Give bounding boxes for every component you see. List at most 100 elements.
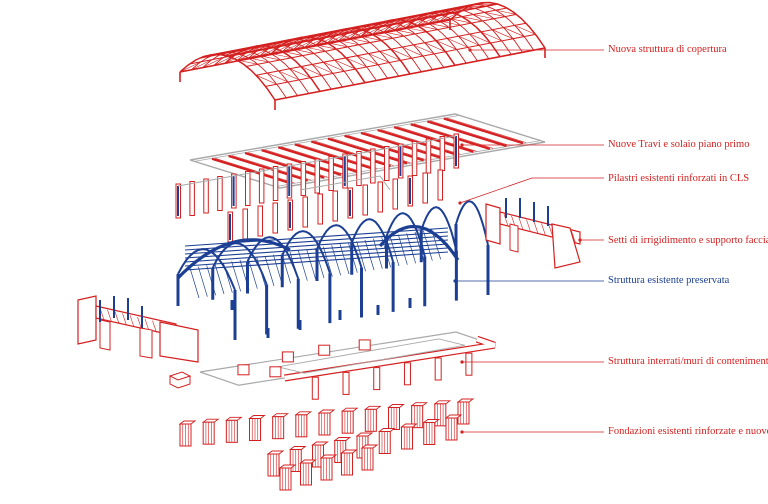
- roof-brace: [259, 55, 281, 61]
- bracing-hatch: [571, 231, 576, 244]
- roof-brace: [352, 27, 374, 29]
- roof-arch-rib: [359, 19, 456, 66]
- roof-brace: [240, 49, 262, 51]
- existing-lattice: [206, 265, 217, 296]
- roof-brace: [480, 31, 502, 42]
- leader-dot: [468, 48, 472, 52]
- reinforced-pillar: [437, 169, 443, 201]
- roof-brace: [296, 38, 318, 40]
- existing-lattice: [331, 245, 342, 276]
- label-setti: Setti di irrigidimento e supporto faccia…: [608, 235, 768, 246]
- basement-pier: [465, 352, 473, 376]
- bracing-hatch: [533, 221, 539, 234]
- roof-brace: [319, 34, 341, 36]
- roof-arch-rib: [179, 53, 276, 101]
- roof-brace: [404, 18, 426, 29]
- bracing-walls-left: [77, 295, 199, 363]
- existing-pillar-core: [289, 202, 291, 228]
- existing-arch-frame: [420, 206, 458, 251]
- bracing-hatch: [152, 320, 157, 333]
- existing-column-base: [230, 300, 234, 310]
- roof-brace: [473, 14, 495, 20]
- existing-lattice: [231, 261, 242, 292]
- roof-arch-rib: [236, 43, 332, 90]
- roof-brace: [322, 28, 344, 35]
- roof-brace: [191, 59, 213, 71]
- existing-lattice: [264, 255, 275, 287]
- roof-brace: [359, 26, 381, 38]
- bracing-hatch: [122, 313, 127, 326]
- roof-arch-rib: [213, 47, 310, 94]
- reinforced-pillar: [203, 178, 209, 214]
- roof-brace: [348, 29, 370, 40]
- existing-lattice: [431, 229, 442, 260]
- roof-brace: [412, 11, 434, 18]
- roof-brace: [405, 27, 427, 33]
- roof-brace: [447, 38, 469, 48]
- existing-arch-frame: [246, 236, 300, 280]
- roof-brace: [278, 70, 300, 81]
- roof-brace: [281, 51, 303, 56]
- existing-lattice: [322, 246, 333, 277]
- roof-brace: [416, 16, 438, 27]
- floor-beam-edge: [430, 120, 510, 146]
- existing-lattice: [214, 263, 225, 295]
- roof-brace: [248, 57, 270, 63]
- reinforced-pillar: [245, 171, 251, 206]
- reinforced-pillar: [314, 158, 320, 194]
- floor-beam: [327, 137, 408, 165]
- roof-brace: [465, 5, 487, 8]
- reinforced-pillar: [217, 176, 223, 211]
- existing-lattice: [356, 241, 367, 272]
- facade-pier: [509, 223, 519, 253]
- roof-brace: [277, 37, 299, 44]
- reinforced-pillar: [328, 156, 334, 191]
- roof-arch-rib: [416, 8, 512, 55]
- reinforced-pillar: [242, 208, 248, 240]
- roof-brace: [397, 18, 419, 21]
- roof-brace: [224, 52, 246, 64]
- roof-brace: [236, 59, 258, 65]
- existing-column-base: [338, 310, 342, 320]
- roof-brace: [330, 31, 352, 34]
- basement-pier: [373, 367, 381, 391]
- basement-cube: [168, 371, 192, 381]
- first-floor-beams: [189, 113, 546, 189]
- existing-lattice: [339, 243, 350, 275]
- reinforced-pillar: [300, 161, 307, 196]
- roof-brace: [341, 29, 363, 31]
- reinforced-pillar: [356, 151, 362, 186]
- pillar-tie-beam: [299, 175, 391, 191]
- roof-brace: [371, 33, 393, 39]
- roof-brace: [371, 24, 393, 36]
- reinforced-pillar: [257, 205, 263, 237]
- roof-brace: [293, 48, 315, 54]
- roof-brace: [514, 25, 536, 35]
- existing-lattice: [256, 257, 267, 288]
- roof-brace: [379, 51, 401, 61]
- basement-cube: [169, 376, 191, 389]
- facade-wall: [159, 321, 199, 363]
- floor-beam-edge: [314, 140, 394, 166]
- roof-brace: [288, 35, 310, 42]
- roof-brace: [357, 55, 379, 66]
- floor-beam: [310, 140, 391, 168]
- roof-brace: [337, 31, 359, 42]
- existing-structure: [176, 200, 490, 340]
- roof-brace: [409, 16, 431, 18]
- existing-arch-frame: [211, 242, 268, 285]
- bracing-hatch: [526, 219, 531, 232]
- roof-brace: [454, 8, 476, 10]
- reinforced-pillar: [272, 202, 278, 234]
- floor-beam-edge: [231, 155, 311, 181]
- bracing-hatch: [137, 316, 142, 330]
- label-interrati: Struttura interrati/muri di contenimento: [608, 356, 768, 367]
- roof-brace: [345, 24, 367, 31]
- reinforced-pillar: [258, 168, 265, 204]
- roof-brace: [315, 44, 337, 50]
- reinforced-pillar: [302, 196, 308, 228]
- roof-arch-rib: [348, 21, 445, 68]
- basement-plinth: [358, 339, 371, 351]
- roof-brace: [311, 31, 333, 38]
